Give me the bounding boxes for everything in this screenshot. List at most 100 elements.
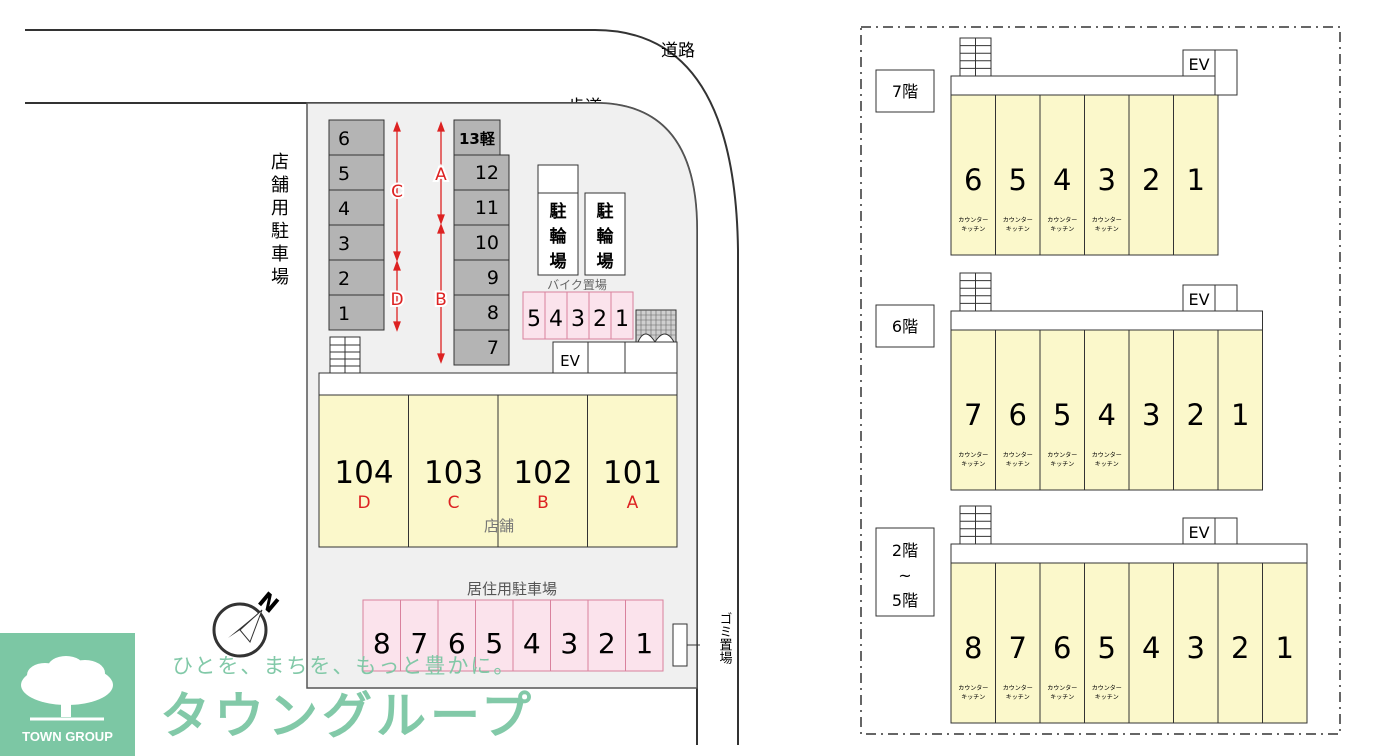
resident-parking-number: 1: [635, 627, 653, 660]
kitchen-note: カウンター: [1003, 451, 1033, 459]
brand-name: タウングループ: [160, 687, 535, 745]
parking-space-number: 10: [475, 232, 499, 254]
parking-space-number: 6: [338, 128, 350, 150]
range-label-b: B: [435, 290, 447, 310]
tree-icon: [21, 656, 113, 721]
store-unit: [587, 394, 678, 548]
floor-label: 7階: [892, 82, 918, 101]
compass-icon: N: [212, 588, 283, 658]
logo-name: TOWN GROUP: [22, 729, 113, 744]
bicycle-parking-2: 駐輪場: [584, 192, 626, 276]
kitchen-note: カウンター: [1092, 451, 1122, 459]
apartment-unit-number: 6: [1009, 398, 1027, 432]
parking-space-number: 12: [475, 162, 499, 184]
apartment-unit-number: 3: [1142, 398, 1160, 432]
store-unit: [318, 394, 409, 548]
bicycle-parking-char: 駐: [550, 201, 567, 222]
apartment-unit-number: 6: [1053, 631, 1071, 665]
resident-parking-number: 5: [485, 627, 503, 660]
stairs-icon: [329, 336, 361, 374]
apartment-unit-number: 5: [1053, 398, 1071, 432]
parking-space: [328, 119, 385, 156]
apartment-unit: [1128, 329, 1174, 491]
parking-space-number: 1: [338, 303, 350, 325]
bicycle-parking-char: 輪: [550, 226, 568, 247]
kitchen-note: キッチン: [1006, 694, 1030, 701]
apartment-unit: [1173, 94, 1219, 256]
store-parking-char: 車: [271, 244, 289, 265]
bike-slot-number: 4: [549, 307, 563, 332]
resident-parking-number: 7: [410, 627, 428, 660]
kitchen-note: キッチン: [1095, 694, 1119, 701]
floor-corridor: [950, 543, 1308, 564]
store-parking-char: 駐: [271, 221, 289, 242]
parking-space: [328, 154, 385, 191]
parking-space: [453, 329, 510, 366]
apartment-unit-number: 2: [1142, 163, 1160, 197]
kitchen-note: キッチン: [1050, 694, 1074, 701]
store-parking-char: 舗: [271, 175, 289, 196]
parking-space: [453, 224, 510, 261]
apartment-unit: [995, 329, 1041, 491]
store-unit-tag: A: [627, 493, 639, 513]
bike-slot-number: 1: [615, 307, 629, 332]
store-label: 店舗: [484, 517, 514, 535]
resident-parking-number: 6: [448, 627, 466, 660]
floor-plans-frame: [860, 26, 1341, 735]
ev-core: [1214, 517, 1238, 545]
apartment-unit-number: 1: [1276, 631, 1294, 665]
parking-space: [328, 224, 385, 261]
store-unit-number: 102: [513, 455, 572, 491]
apartment-unit: [1262, 562, 1308, 724]
bike-slot-number: 3: [571, 307, 585, 332]
parking-space: [328, 294, 385, 331]
apartment-unit: [1039, 329, 1085, 491]
bicycle-parking-char: 場: [550, 252, 567, 272]
kitchen-note: カウンター: [1047, 684, 1077, 692]
ev-label: EV: [1188, 290, 1209, 309]
apartment-unit: [1173, 329, 1219, 491]
apartment-unit-number: 2: [1187, 398, 1205, 432]
store-unit-tag: B: [537, 493, 549, 513]
brand-slogan: ひとを、まちを、もっと豊かに。: [172, 654, 517, 678]
kitchen-note: キッチン: [1095, 226, 1119, 233]
apartment-unit-number: 6: [964, 163, 982, 197]
store-parking-char: 場: [271, 267, 289, 288]
bicycle-parking-char: 輪: [597, 226, 615, 247]
kitchen-note: キッチン: [961, 461, 985, 468]
floor-plan: EV8カウンターキッチン7カウンターキッチン6カウンターキッチン5カウンターキッ…: [875, 505, 1308, 724]
apartment-unit: [1084, 329, 1130, 491]
resident-parking-space: [475, 599, 514, 672]
bicycle-parking-1: 駐輪場: [537, 164, 579, 276]
range-label-d: D: [390, 290, 403, 310]
apartment-unit: [950, 562, 996, 724]
store-parking-char: 店: [271, 152, 289, 173]
town-group-logo: [0, 633, 135, 756]
parking-space: [453, 259, 510, 296]
kitchen-note: キッチン: [1095, 461, 1119, 468]
apartment-unit: [995, 562, 1041, 724]
store-parking-char: 用: [271, 198, 289, 219]
resident-parking-space: [625, 599, 664, 672]
apartment-unit-number: 4: [1142, 631, 1160, 665]
apartment-unit-number: 7: [1009, 631, 1027, 665]
resident-parking-space: [437, 599, 476, 672]
store-unit: [497, 394, 588, 548]
parking-space: [328, 259, 385, 296]
parking-space-number: 2: [338, 268, 350, 290]
ev-label: EV: [1188, 523, 1209, 542]
floor-label-box: [875, 527, 935, 617]
store-unit: [408, 394, 499, 548]
kitchen-note: キッチン: [1050, 461, 1074, 468]
resident-parking-number: 2: [598, 627, 616, 660]
resident-parking-space: [400, 599, 439, 672]
floor-label-line: 2階: [892, 541, 918, 560]
apartment-unit-number: 4: [1098, 398, 1116, 432]
hatched-area: [635, 309, 677, 343]
bicycle-parking-char: 駐: [597, 201, 614, 222]
floor-plans: EV6カウンターキッチン5カウンターキッチン4カウンターキッチン3カウンターキッ…: [875, 37, 1308, 724]
